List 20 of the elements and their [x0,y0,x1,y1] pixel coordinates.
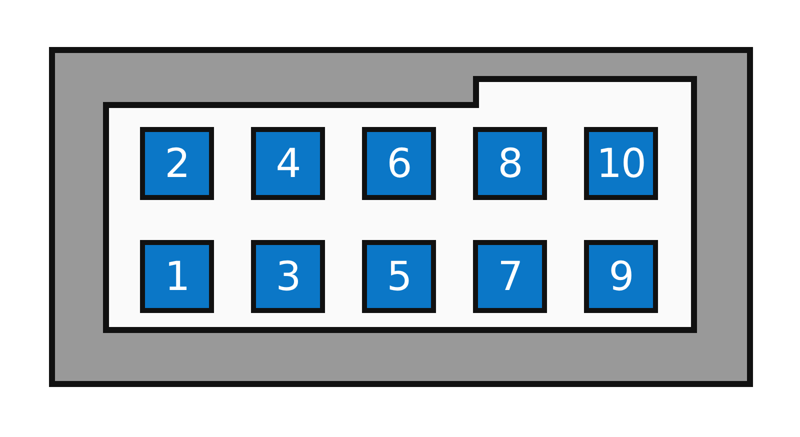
pin-number: 8 [498,144,522,184]
pin-square [362,127,436,200]
pin-square [584,127,658,200]
pin-number: 2 [164,144,190,184]
pin-number: 1 [164,256,190,296]
pin-number: 9 [608,256,634,296]
pin-number: 4 [276,144,300,184]
pin-number: 5 [386,256,412,296]
pin-square [362,240,436,313]
pin-square [473,240,547,313]
pin-square [473,127,547,200]
pin-number: 6 [386,144,412,184]
pin-square [140,240,214,313]
pin-square [584,240,658,313]
pin-square [251,127,325,200]
pin-square [140,127,214,200]
pin-square [251,240,325,313]
pin-number: 7 [498,256,522,296]
pin-number: 3 [276,256,300,296]
pin-number: 10 [596,144,646,184]
